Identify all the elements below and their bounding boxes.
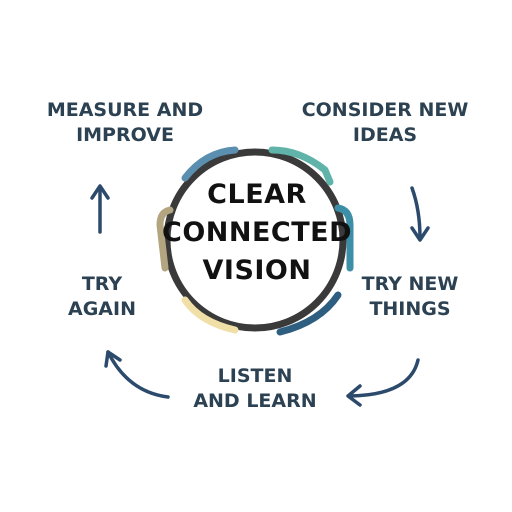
segment-steel bbox=[181, 146, 239, 182]
step-try-new-things: TRY NEW THINGS bbox=[361, 273, 459, 320]
center-line: VISION bbox=[202, 255, 312, 286]
gear-ring bbox=[156, 146, 354, 336]
step-listen-and-learn: LISTEN AND LEARN bbox=[193, 365, 317, 412]
step-consider-new-ideas: CONSIDER NEW IDEAS bbox=[301, 99, 469, 146]
center-line: CLEAR bbox=[207, 179, 307, 210]
arrow-down-icon bbox=[410, 186, 430, 242]
segment-tan bbox=[156, 206, 174, 272]
segment-teal bbox=[268, 146, 334, 186]
center-line: CONNECTED bbox=[162, 217, 352, 248]
center-title: CLEAR CONNECTED VISION bbox=[162, 176, 352, 290]
step-measure-and-improve: MEASURE AND IMPROVE bbox=[46, 99, 204, 146]
step-try-again: TRY AGAIN bbox=[68, 273, 136, 320]
segment-navy bbox=[276, 291, 342, 336]
segment-cream bbox=[181, 296, 239, 334]
inner-ring bbox=[163, 148, 347, 332]
arrow-curve-left-icon bbox=[104, 350, 170, 399]
arrow-up-icon bbox=[90, 184, 110, 234]
arrow-curve-left-icon bbox=[346, 358, 420, 407]
segment-blue bbox=[334, 204, 354, 272]
